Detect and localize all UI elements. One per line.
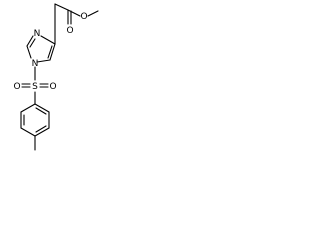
bond-benz-inner-2 (35, 125, 47, 133)
chemical-structure: O O N N S O O (13, 3, 99, 151)
atom-imidazole-n1: N (32, 59, 39, 69)
atom-imidazole-n3: N (34, 29, 41, 39)
atom-sulfur: S (32, 82, 38, 92)
atom-layer: O O N N S O O (13, 12, 87, 92)
atom-ester-o: O (80, 12, 87, 22)
bond-benz-inner-1 (35, 107, 47, 115)
bond-n1-c2 (26, 45, 32, 59)
bond-c2-n3-1 (26, 35, 34, 47)
bond-benz-3 (34, 127, 50, 137)
bond-benz-6 (20, 103, 36, 113)
bond-benz-1 (34, 103, 50, 113)
bond-methyl-o (87, 10, 99, 17)
atom-carbonyl-o: O (66, 26, 73, 36)
atom-sulfonyl-o-left: O (13, 82, 20, 92)
atom-sulfonyl-o-right: O (49, 82, 56, 92)
bond-o-carbonyl-c (67, 9, 81, 17)
bond-c5-n1 (36, 59, 51, 63)
bond-c4-c5 (49, 43, 56, 61)
bond-benz-4 (20, 127, 36, 137)
bond-layer (20, 3, 99, 151)
bond-c4-c5-inner (47, 45, 53, 59)
bond-carbonyl-ch2 (54, 3, 69, 11)
bond-c2-n3-2 (29, 38, 36, 48)
bond-n3-c4 (40, 35, 56, 45)
